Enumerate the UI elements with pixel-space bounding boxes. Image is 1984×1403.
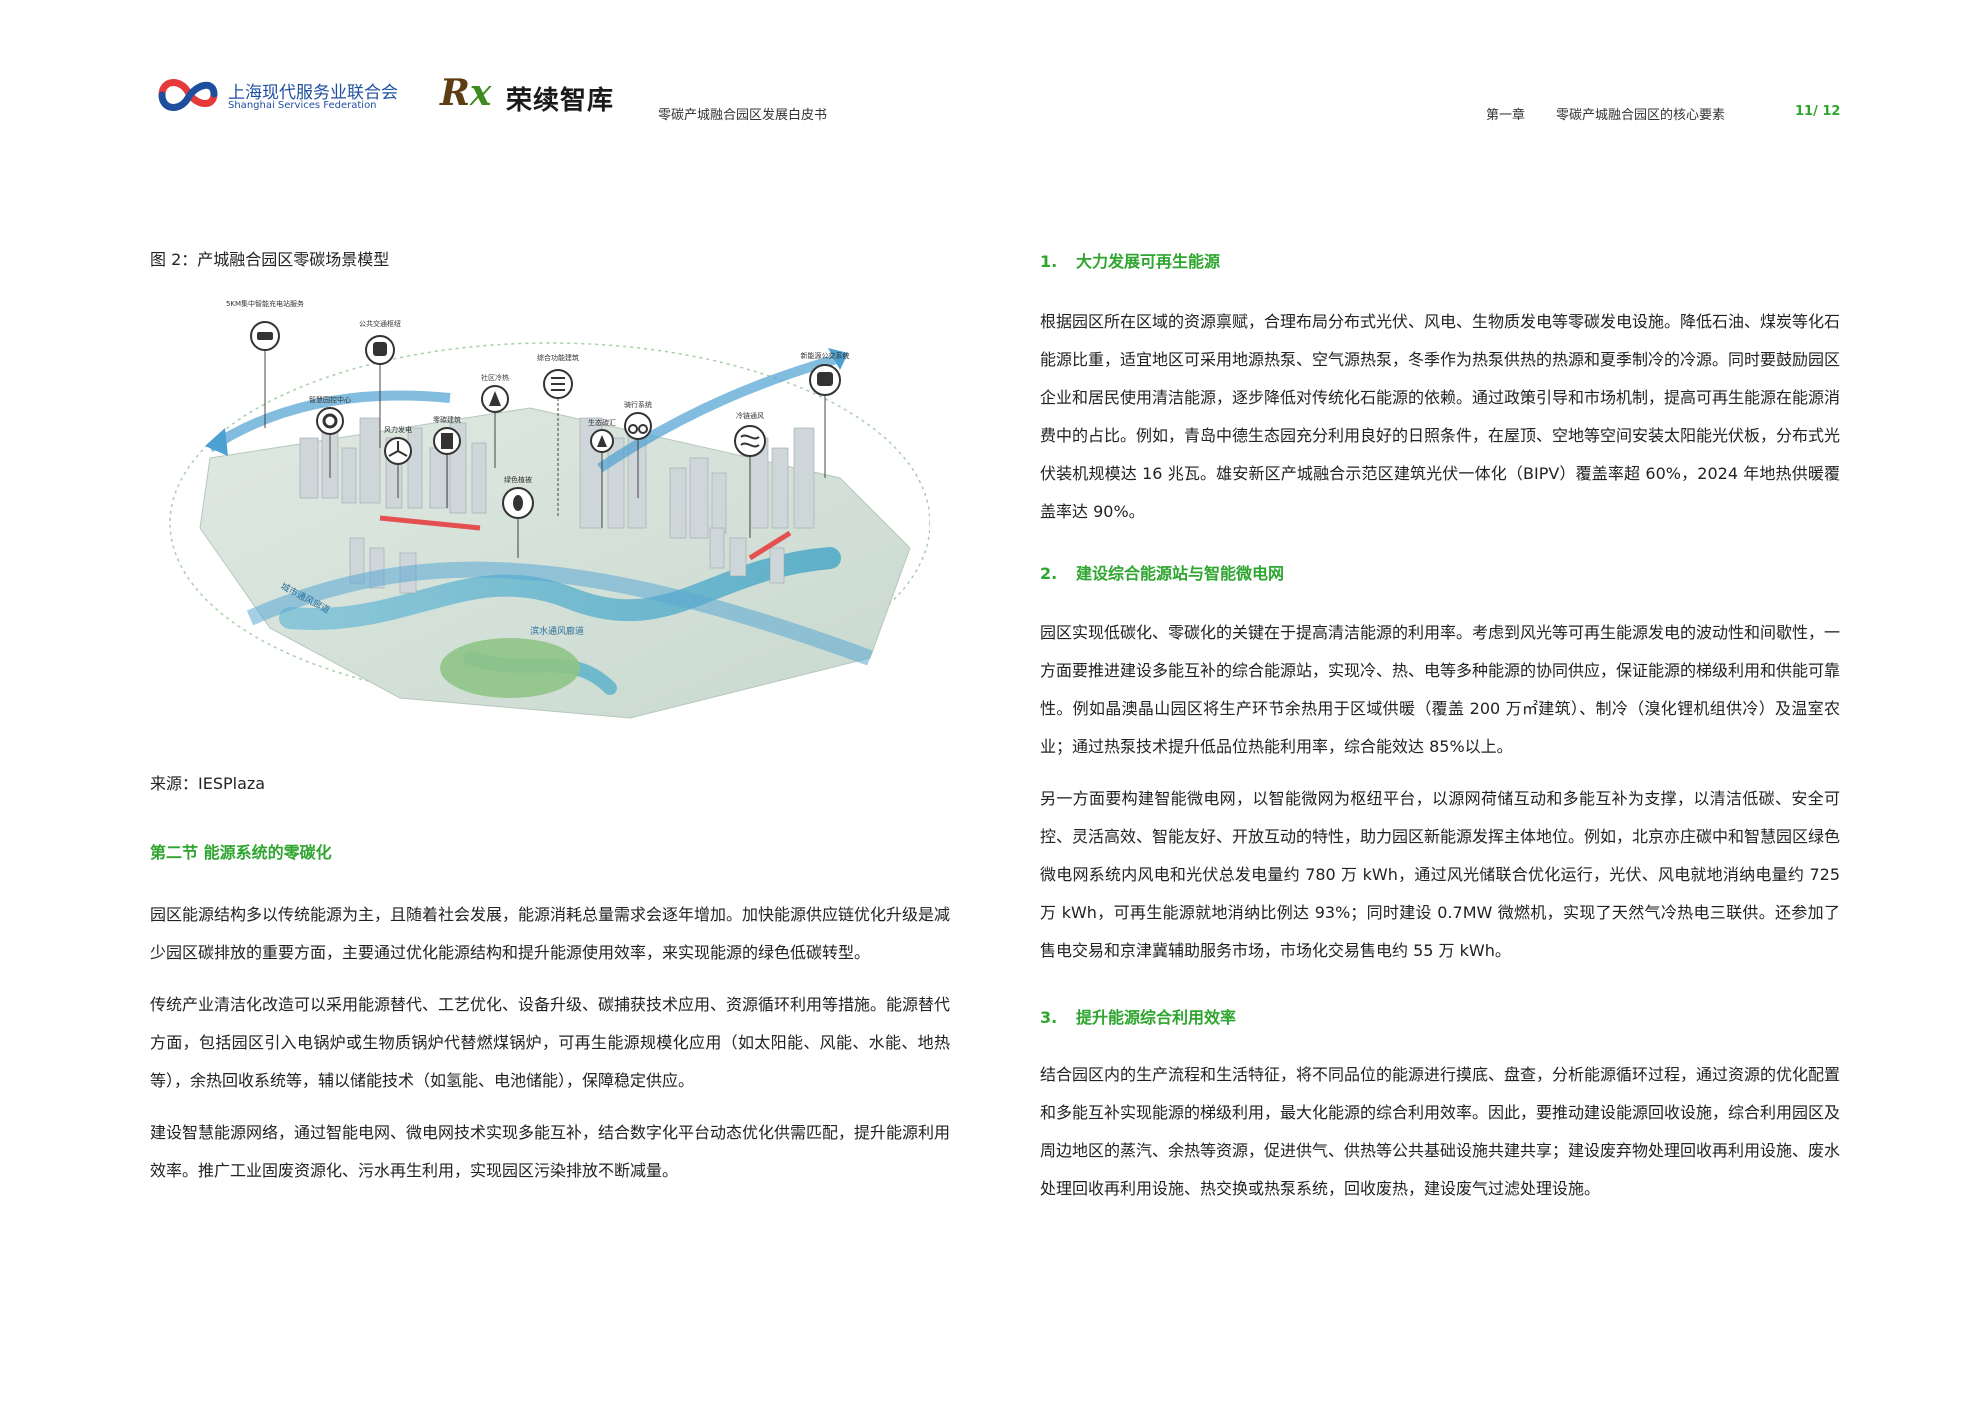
ventilation-corridor-arrow bbox=[246, 561, 873, 666]
shanghai-services-federation-logo: 上海现代服务业联合会 Shanghai Services Federation bbox=[156, 72, 456, 122]
pin-carbon-sink: 生态碳汇 bbox=[588, 418, 616, 528]
pin-label-smart-ctrl: 智慧园控中心 bbox=[309, 395, 351, 404]
left-text-column: 第二节 能源系统的零碳化 园区能源结构多以传统能源为主，且随着社会发展，能源消耗… bbox=[150, 834, 950, 1190]
bus-icon bbox=[817, 372, 833, 386]
corridor-label-2: 滨水通风廊道 bbox=[530, 625, 584, 637]
green-park bbox=[440, 638, 580, 698]
buildings bbox=[299, 417, 815, 594]
federation-mark-icon bbox=[158, 79, 218, 111]
pin-skm-charging: 5KM集中智能充电站服务 bbox=[226, 299, 304, 428]
train-icon bbox=[373, 342, 387, 356]
item-1-heading: 1. 大力发展可再生能源 bbox=[1040, 248, 1220, 272]
section-title: 第二节 能源系统的零碳化 bbox=[150, 843, 332, 862]
wind-arrowhead-right bbox=[828, 348, 848, 370]
pin-label-plant: 绿色植被 bbox=[504, 475, 532, 484]
item-2-number: 2. bbox=[1040, 564, 1058, 583]
item-2-title: 建设综合能源站与智能微电网 bbox=[1076, 564, 1285, 583]
pin-label-ev: 综合功能建筑 bbox=[537, 353, 579, 362]
chapter-label: 第一章 bbox=[1486, 108, 1526, 123]
item-1-body: 根据园区所在区域的资源禀赋，合理布局分布式光伏、风电、生物质发电等零碳发电设施。… bbox=[1040, 303, 1840, 531]
tree-icon bbox=[489, 391, 501, 406]
pin-label-transit: 公共交通枢纽 bbox=[359, 319, 401, 328]
wind-arrowhead-left bbox=[205, 428, 228, 456]
river bbox=[279, 547, 841, 630]
leaf-icon bbox=[513, 495, 523, 511]
federation-name-en: Shanghai Services Federation bbox=[228, 100, 377, 111]
list-icon bbox=[551, 377, 565, 391]
gear-icon bbox=[322, 413, 338, 429]
item-2-heading: 2. 建设综合能源站与智能微电网 bbox=[1040, 560, 1284, 584]
item-1-title: 大力发展可再生能源 bbox=[1076, 252, 1221, 271]
pin-cold-ventilation: 冷链通风 bbox=[734, 411, 766, 538]
zero-carbon-park-scene-figure: 城市通风廊道 滨水通风廊道 5KM集中智能充电站服务 公共交通枢纽 智慧园控中心… bbox=[150, 298, 931, 728]
pin-green-plant: 绿色植被 bbox=[502, 475, 534, 558]
figure-caption: 图 2：产城融合园区零碳场景模型 bbox=[150, 250, 390, 269]
item-3-number: 3. bbox=[1040, 1008, 1058, 1027]
pin-new-energy-bus: 新能源公交系统 bbox=[801, 351, 850, 478]
item-2-paragraph-1: 园区实现低碳化、零碳化的关键在于提高清洁能源的利用率。考虑到风光等可再生能源发电… bbox=[1040, 623, 1841, 756]
pin-label-wind: 风力发电 bbox=[384, 425, 412, 434]
pin-label-green-bld: 零碳建筑 bbox=[433, 415, 461, 424]
item-3-heading: 3. 提升能源综合利用效率 bbox=[1040, 1004, 1236, 1028]
think-tank-name: 荣续智库 bbox=[506, 86, 615, 116]
pin-label-tree: 生态碳汇 bbox=[588, 418, 616, 427]
item-2-body: 园区实现低碳化、零碳化的关键在于提高清洁能源的利用率。考虑到风光等可再生能源发电… bbox=[1040, 614, 1840, 970]
pin-bike-system: 骑行系统 bbox=[624, 400, 652, 498]
wind-arrow-left bbox=[207, 390, 451, 453]
federation-name-cn: 上海现代服务业联合会 bbox=[228, 83, 398, 103]
pine-icon bbox=[597, 435, 607, 447]
rx-mark: Rx bbox=[440, 72, 491, 114]
ev-car-icon bbox=[257, 332, 273, 340]
rongxu-think-tank-logo: Rx 荣续智库 bbox=[440, 72, 640, 122]
item-3-body: 结合园区内的生产流程和生活特征，将不同品位的能源进行摸底、盘查，分析能源循环过程… bbox=[1040, 1056, 1840, 1208]
item-1-number: 1. bbox=[1040, 252, 1058, 271]
item-3-title: 提升能源综合利用效率 bbox=[1076, 1008, 1237, 1027]
pin-label-skm: 5KM集中智能充电站服务 bbox=[226, 299, 304, 308]
pin-label-bus: 新能源公交系统 bbox=[801, 351, 850, 360]
road-red-1 bbox=[379, 515, 481, 531]
document-title: 零碳产城融合园区发展白皮书 bbox=[658, 108, 828, 123]
bike-icon bbox=[628, 424, 638, 434]
rx-mark-r: R bbox=[440, 72, 470, 114]
left-paragraph-2: 传统产业清洁化改造可以采用能源替代、工艺优化、设备升级、碳捕获技术应用、资源循环… bbox=[150, 995, 951, 1090]
item-3-paragraph-1: 结合园区内的生产流程和生活特征，将不同品位的能源进行摸底、盘查，分析能源循环过程… bbox=[1040, 1065, 1841, 1198]
left-paragraph-3: 建设智慧能源网络，通过智能电网、微电网技术实现多能互补，结合数字化平台动态优化供… bbox=[150, 1123, 951, 1180]
item-2-paragraph-2: 另一方面要构建智能微电网，以智能微网为枢纽平台，以源网荷储互动和多能互补为支撑，… bbox=[1040, 789, 1841, 960]
left-paragraph-1: 园区能源结构多以传统能源为主，且随着社会发展，能源消耗总量需求会逐年增加。加快能… bbox=[150, 905, 951, 962]
pin-wind-power: 风力发电 bbox=[384, 425, 412, 498]
pin-transit-hub: 公共交通枢纽 bbox=[359, 319, 401, 448]
pin-ev-building: 综合功能建筑 bbox=[537, 353, 579, 518]
wind-waves-icon bbox=[740, 434, 760, 448]
pin-green-building: 零碳建筑 bbox=[433, 415, 461, 508]
page-header: 上海现代服务业联合会 Shanghai Services Federation … bbox=[0, 0, 1984, 130]
road-red-2 bbox=[748, 530, 792, 561]
pin-label-cold: 冷链通风 bbox=[736, 411, 764, 420]
item-1-paragraph-1: 根据园区所在区域的资源禀赋，合理布局分布式光伏、风电、生物质发电等零碳发电设施。… bbox=[1040, 312, 1841, 521]
page-number: 11/ 12 bbox=[1795, 104, 1841, 119]
rx-mark-x: x bbox=[469, 72, 492, 114]
pin-community-cooling: 社区冷热 bbox=[481, 373, 509, 468]
wind-turbine-icon bbox=[388, 441, 408, 457]
figure-source: 来源：IESPlaza bbox=[150, 774, 266, 793]
chapter-title: 零碳产城融合园区的核心要素 bbox=[1556, 108, 1726, 123]
pin-label-bike: 骑行系统 bbox=[624, 400, 652, 409]
wind-arrow-right bbox=[597, 353, 842, 473]
building-icon bbox=[441, 433, 453, 449]
pin-label-community: 社区冷热 bbox=[481, 373, 509, 382]
pin-smart-control: 智慧园控中心 bbox=[309, 395, 351, 478]
park-illustration: 城市通风廊道 滨水通风廊道 5KM集中智能充电站服务 公共交通枢纽 智慧园控中心… bbox=[169, 299, 931, 719]
